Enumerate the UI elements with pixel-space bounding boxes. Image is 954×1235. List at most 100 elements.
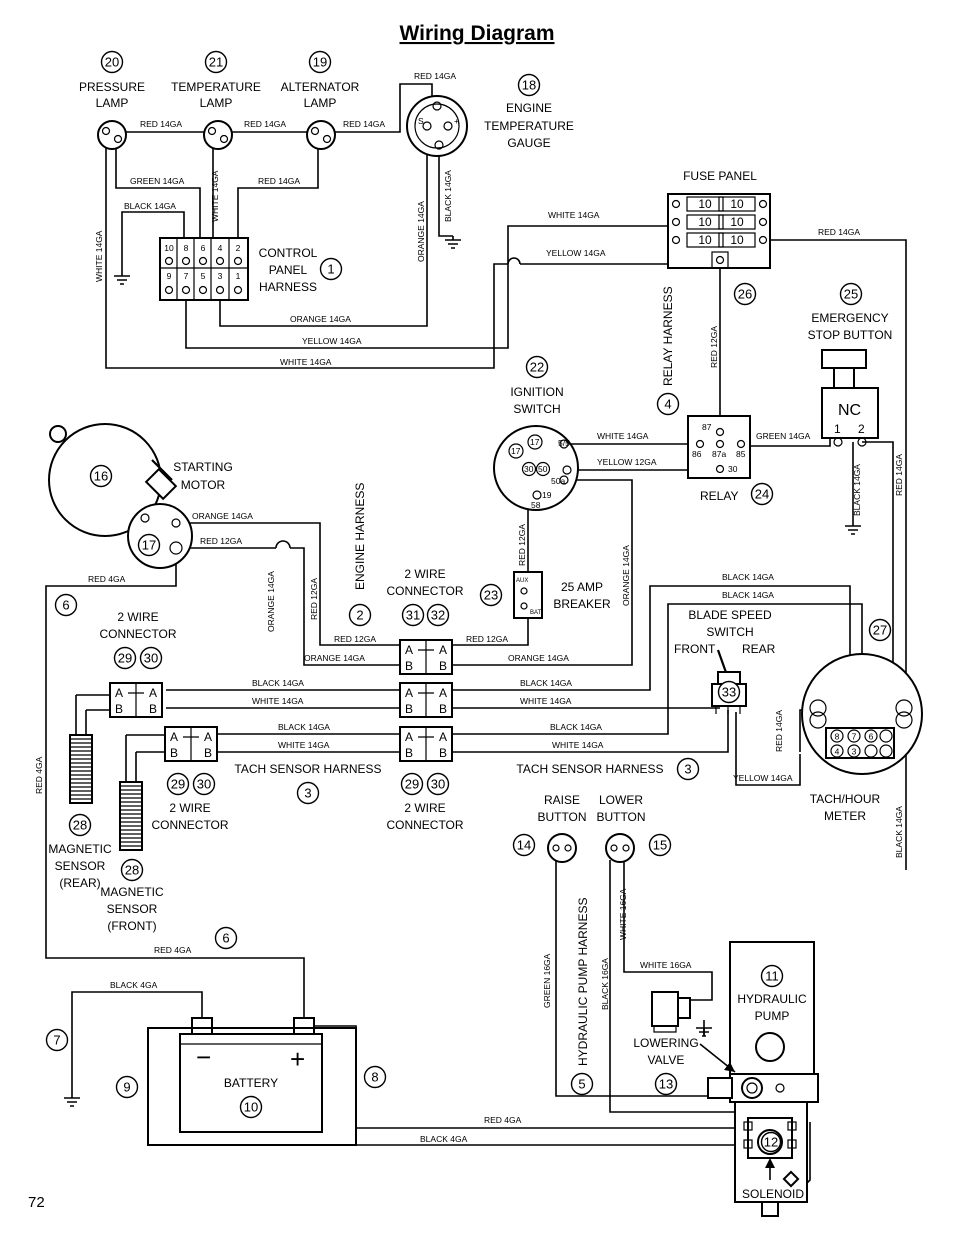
label-fuse-panel: FUSE PANEL xyxy=(683,169,757,183)
ground-symbols xyxy=(64,236,861,1107)
wire-red14-g: RED 14GA xyxy=(894,454,904,496)
wire-red14-e: RED 14GA xyxy=(258,176,300,186)
label-tach-meter-1: TACH/HOUR xyxy=(810,792,881,806)
wire-black14-c: BLACK 14GA xyxy=(852,464,862,516)
wire-yellow12-a: YELLOW 12GA xyxy=(597,457,657,467)
callout-number: 31 xyxy=(406,608,420,623)
fuse-rating: 10 xyxy=(698,197,712,211)
wire-orange14-f: ORANGE 14GA xyxy=(304,653,365,663)
label-2wire-left-1: 2 WIRE xyxy=(117,610,158,624)
label-engine-harness: ENGINE HARNESS xyxy=(353,483,367,590)
callout-23: 23 xyxy=(479,583,503,607)
connector-pin-a: A xyxy=(439,643,447,657)
wire-orange14-a: ORANGE 14GA xyxy=(290,314,351,324)
callout-18: 18 xyxy=(517,73,541,97)
label-temperature-lamp-1: TEMPERATURE xyxy=(171,80,261,94)
harness-pin-label: 4 xyxy=(218,243,223,253)
callout-20: 20 xyxy=(100,50,124,74)
label-hyd-pump-1: HYDRAULIC xyxy=(737,992,807,1006)
label-breaker-1: 25 AMP xyxy=(561,580,603,594)
callout-12: 12 xyxy=(760,1131,782,1153)
label-pressure-lamp-2: LAMP xyxy=(96,96,129,110)
nc-label: NC xyxy=(838,402,861,419)
callout-number: 28 xyxy=(125,863,139,878)
wire-black14-h: BLACK 14GA xyxy=(278,722,330,732)
wire-labels: RED 14GA RED 14GA RED 14GA RED 14GA GREE… xyxy=(34,71,904,1144)
connector-pin-a: A xyxy=(405,730,413,744)
fuse xyxy=(686,232,724,248)
wire-orange14-g: ORANGE 14GA xyxy=(508,653,569,663)
callout-number: 24 xyxy=(755,487,769,502)
lowering-valve xyxy=(651,991,736,1073)
callout-number: 1 xyxy=(327,262,334,277)
fuse xyxy=(686,214,724,230)
callout-number: 10 xyxy=(244,1100,258,1115)
magnetic-sensor-rear xyxy=(69,734,93,804)
meter-pin-label: 3 xyxy=(852,747,857,757)
label-gauge-3: GAUGE xyxy=(507,136,550,150)
alternator-lamp xyxy=(306,120,336,150)
label-tach-harness-left: TACH SENSOR HARNESS xyxy=(234,762,381,776)
wire-red14-d: RED 14GA xyxy=(414,71,456,81)
lower-button xyxy=(605,833,635,863)
label-starting-motor-1: STARTING xyxy=(173,460,233,474)
label-mag-front-3: (FRONT) xyxy=(107,919,156,933)
wire-red4-c: RED 4GA xyxy=(154,945,192,955)
wire-black14-f: BLACK 14GA xyxy=(252,678,304,688)
relay-pin-30: 30 xyxy=(728,464,738,474)
harness-pin-label: 2 xyxy=(236,243,241,253)
callout-number: 6 xyxy=(222,931,229,946)
wire-white14-c: WHITE 14GA xyxy=(280,357,332,367)
harness-pin xyxy=(181,256,191,266)
harness-pin-label: 9 xyxy=(167,271,172,281)
callout-3: 3 xyxy=(676,757,700,781)
callout-30: 30 xyxy=(426,772,450,796)
callout-number: 3 xyxy=(684,762,691,777)
relay-pin-87: 87 xyxy=(702,422,712,432)
label-2wire-top-1: 2 WIRE xyxy=(404,567,445,581)
callout-number: 13 xyxy=(659,1077,673,1092)
wire-white14-f: WHITE 14GA xyxy=(252,696,304,706)
harness-pin-label: 1 xyxy=(236,271,241,281)
label-harness-2: PANEL xyxy=(269,263,308,277)
callout-number: 21 xyxy=(209,55,223,70)
label-raise-1: RAISE xyxy=(544,793,580,807)
wire-black14-e: BLACK 14GA xyxy=(722,590,774,600)
relay: 87 86 87a 85 30 xyxy=(687,415,751,479)
label-tach-harness-right: TACH SENSOR HARNESS xyxy=(516,762,663,776)
wire-black16-a: BLACK 16GA xyxy=(600,958,610,1010)
wire-orange14-c: ORANGE 14GA xyxy=(621,545,631,606)
connector-pin-a: A xyxy=(170,730,178,744)
callout-number: 33 xyxy=(722,685,736,700)
callout-number: 30 xyxy=(197,777,211,792)
label-tach-meter-2: METER xyxy=(824,809,866,823)
connector-pin-b: B xyxy=(405,659,413,673)
fuse-terminal xyxy=(671,217,681,227)
callout-number: 15 xyxy=(653,838,667,853)
meter-pin xyxy=(864,729,878,743)
label-blade-2: SWITCH xyxy=(706,625,753,639)
harness-pin xyxy=(215,285,225,295)
callout-17: 17 xyxy=(137,533,161,557)
meter-pin xyxy=(830,744,844,758)
relay-pin-87a: 87a xyxy=(712,449,726,459)
ign-50: 50 xyxy=(538,464,548,474)
callout-number: 30 xyxy=(431,777,445,792)
wire-black14-i: BLACK 14GA xyxy=(550,722,602,732)
callout-number: 4 xyxy=(664,397,671,412)
fuse xyxy=(718,232,756,248)
callout-8: 8 xyxy=(363,1065,387,1089)
ign-50a: 50a xyxy=(551,476,565,486)
ign-17a: 17 xyxy=(530,437,540,447)
connector-pin-a: A xyxy=(149,686,157,700)
callout-number: 9 xyxy=(123,1080,130,1095)
callout-30: 30 xyxy=(139,646,163,670)
callout-19: 19 xyxy=(308,50,332,74)
callout-9: 9 xyxy=(115,1075,139,1099)
wire-red12-a: RED 12GA xyxy=(709,326,719,368)
fuse-terminal xyxy=(758,199,768,209)
callout-number: 20 xyxy=(105,55,119,70)
label-ignition-2: SWITCH xyxy=(513,402,560,416)
stop-terminal-2: 2 xyxy=(858,422,865,436)
callout-number: 16 xyxy=(94,469,108,484)
